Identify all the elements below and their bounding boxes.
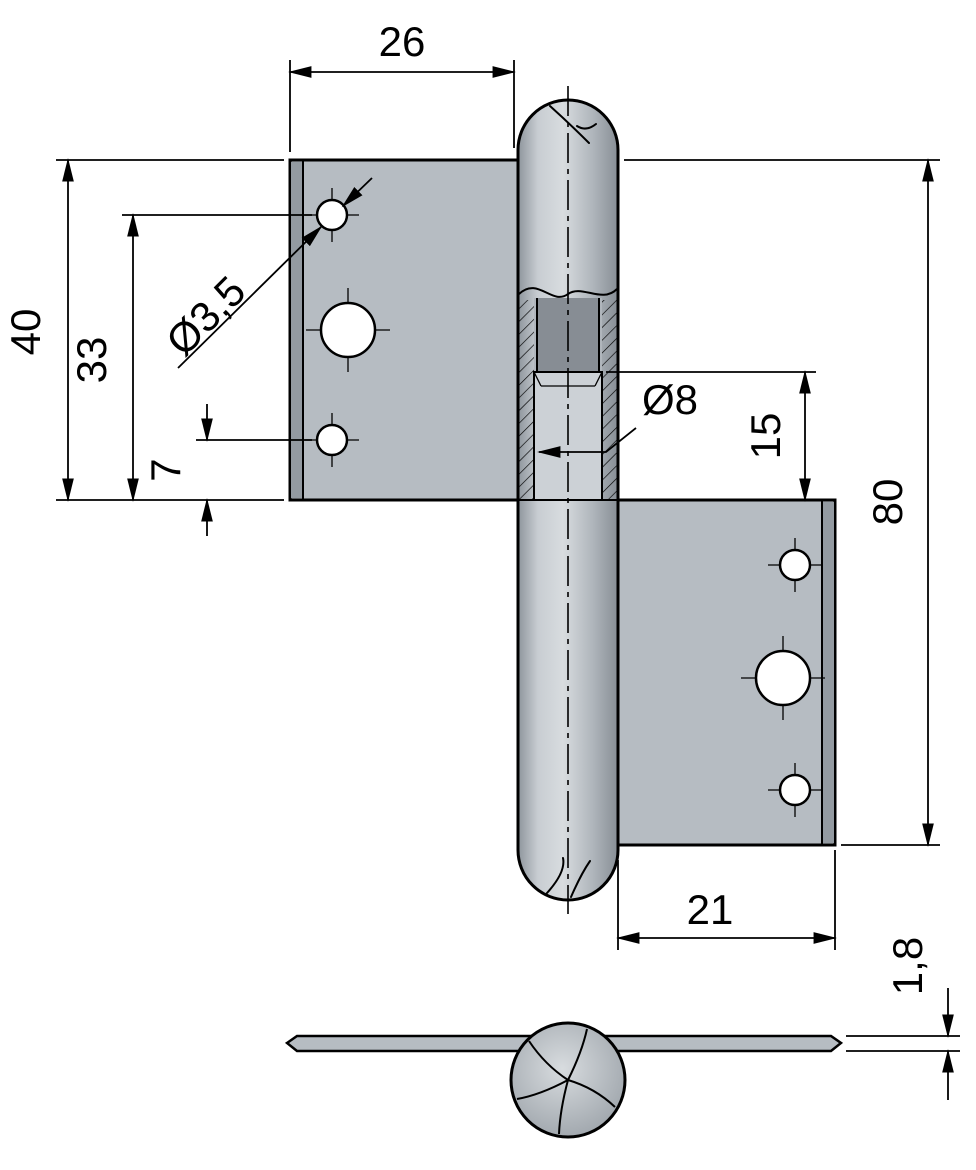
dim-label-hole-top-offset: 33 [68,337,115,384]
upper-hinge-leaf [288,158,520,502]
dim-label-plate-thickness: 1,8 [884,937,931,995]
dim-label-pin-length: 15 [742,413,789,460]
pin-chamfer-left [533,371,542,387]
dimension-plate-thickness: 1,8 [846,937,960,1100]
pin-end-creases [516,1028,616,1135]
dim-label-top-width: 26 [379,18,426,65]
section-hatch-left [519,300,534,500]
screw-hole [315,198,349,232]
dim-label-pin-diameter: Ø8 [642,376,698,423]
barrel-bottom-crease [546,857,565,894]
dimension-lower-width: 21 [616,850,837,950]
pin-crease [528,1040,569,1081]
dimension-left-height: 40 [2,158,284,502]
dimension-hole-bottom-offset: 7 [142,404,312,536]
dimension-top-width: 26 [288,18,516,152]
pin-crease [567,1028,588,1081]
dim-label-small-hole-diameter: Ø3,5 [157,267,255,365]
upper-leaf-hole-middle [306,288,390,372]
screw-hole [778,548,812,582]
bottom-view [284,1021,844,1139]
barrel-top-crease-2 [576,123,597,130]
pin-crease [567,1079,616,1108]
pin-cutaway-section [518,287,618,501]
leader-line [177,225,323,369]
lower-hinge-leaf [616,498,837,847]
dim-label-hole-bottom-offset: 7 [142,458,189,481]
barrel-bottom-crease-2 [570,860,591,898]
upper-leaf-hole-top [305,188,359,242]
leader-arrow [341,177,373,208]
pin-chamfer-right [594,371,603,387]
screw-hole [315,423,349,457]
pin-crease [516,1079,569,1100]
dim-label-total-height: 80 [864,479,911,526]
barrel-top-crease [549,105,590,144]
screw-hole [778,773,812,807]
lower-leaf-bent-edge [822,502,834,843]
lower-leaf-hole-middle [741,636,825,720]
leader-line [537,427,637,458]
dimension-total-height: 80 [624,158,940,847]
dimension-pin-length: 15 [606,370,816,502]
dim-label-lower-width: 21 [687,886,734,933]
pin-crease [558,1079,569,1135]
callout-pin-diameter: Ø8 [537,376,698,458]
screw-hole-large [319,301,377,359]
lower-leaf-hole-bottom [768,763,822,817]
upper-leaf-hole-bottom [305,413,359,467]
dimension-hole-top-offset: 33 [68,213,312,502]
screw-hole-large [754,649,812,707]
section-hatch-right [602,300,617,500]
lower-leaf-hole-top [768,538,822,592]
upper-leaf-bent-edge [291,162,303,498]
dim-label-left-height: 40 [2,309,49,356]
